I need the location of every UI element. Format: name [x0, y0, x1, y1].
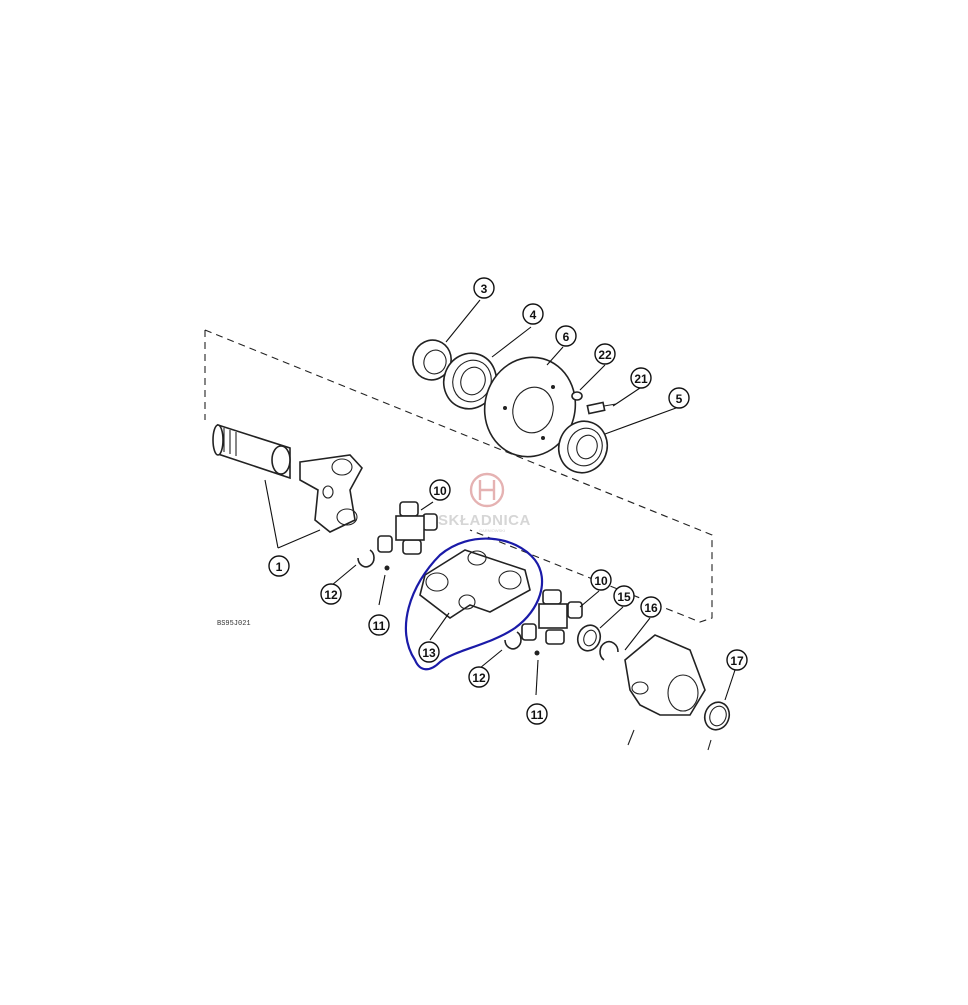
washer-part [571, 391, 583, 401]
callout-21: 21 [630, 367, 652, 389]
callout-circle [268, 555, 290, 577]
callout-10: 10 [590, 569, 612, 591]
callout-22: 22 [594, 343, 616, 365]
callout-circle [555, 325, 577, 347]
callout-label: 21 [634, 372, 648, 386]
callout-label: 5 [676, 392, 683, 406]
callout-label: 4 [530, 308, 537, 322]
callout-label: 22 [598, 348, 612, 362]
callout-circle [473, 277, 495, 299]
snap-ring-lower-part [504, 631, 522, 650]
callout-circle [522, 303, 544, 325]
seal-15-part [576, 624, 602, 652]
bolt-part [586, 401, 617, 415]
callout-circle [640, 596, 662, 618]
callout-label: 12 [472, 671, 486, 685]
callout-circle [526, 703, 548, 725]
callout-circle [613, 585, 635, 607]
callout-12: 12 [468, 666, 490, 688]
splined-shaft-yoke-part [212, 423, 363, 533]
reference-code: BS95J021 [217, 620, 251, 628]
callout-circle [368, 614, 390, 636]
cross-journal-upper-part [377, 501, 438, 555]
callout-label: 11 [373, 619, 386, 633]
leader-lines [264, 299, 736, 701]
callout-label: 10 [433, 484, 447, 498]
callout-label: 13 [422, 646, 436, 660]
callout-label: 11 [531, 708, 544, 722]
callout-11: 11 [526, 703, 548, 725]
callout-6: 6 [555, 325, 577, 347]
bearing-part [442, 352, 498, 410]
callout-circle [320, 583, 342, 605]
callout-circle [594, 343, 616, 365]
callout-5: 5 [668, 387, 690, 409]
watermark-brand: SKŁADNICA [438, 512, 531, 529]
callout-circle [468, 666, 490, 688]
callout-13: 13 [418, 641, 440, 663]
callout-circle [668, 387, 690, 409]
coupling-yoke-part [419, 549, 531, 619]
callout-label: 16 [644, 601, 658, 615]
seal-ring-part [412, 339, 452, 381]
callout-3: 3 [473, 277, 495, 299]
callout-label: 17 [730, 654, 744, 668]
callout-circle [590, 569, 612, 591]
callout-11: 11 [368, 614, 390, 636]
grease-fitting-lower-part [534, 650, 540, 656]
watermark-logo: SKŁADNICA GARNIOWSKI [438, 472, 531, 533]
callout-label: 3 [481, 282, 488, 296]
bearing-right-part [557, 420, 609, 474]
callout-circle [726, 649, 748, 671]
callout-label: 6 [563, 330, 570, 344]
callout-17: 17 [726, 649, 748, 671]
callout-label: 10 [594, 574, 608, 588]
highlight-outline [404, 537, 544, 671]
callout-10: 10 [429, 479, 451, 501]
callout-circle [418, 641, 440, 663]
callout-4: 4 [522, 303, 544, 325]
flange-plate-part [483, 356, 577, 458]
watermark-subtext: GARNIOWSKI [479, 528, 505, 533]
cross-journal-lower-part [521, 589, 583, 645]
callout-15: 15 [613, 585, 635, 607]
callout-16: 16 [640, 596, 662, 618]
slip-yoke-part [624, 634, 706, 746]
snap-ring-16-part [599, 640, 619, 661]
grease-fitting-upper-part [384, 565, 390, 571]
callout-1: 1 [268, 555, 290, 577]
snap-ring-upper-part [357, 549, 375, 568]
callout-12: 12 [320, 583, 342, 605]
callout-label: 1 [276, 560, 283, 574]
callout-label: 12 [324, 588, 338, 602]
callout-label: 15 [617, 590, 631, 604]
seal-17-part [703, 701, 731, 751]
callout-circle [630, 367, 652, 389]
callout-circle [429, 479, 451, 501]
